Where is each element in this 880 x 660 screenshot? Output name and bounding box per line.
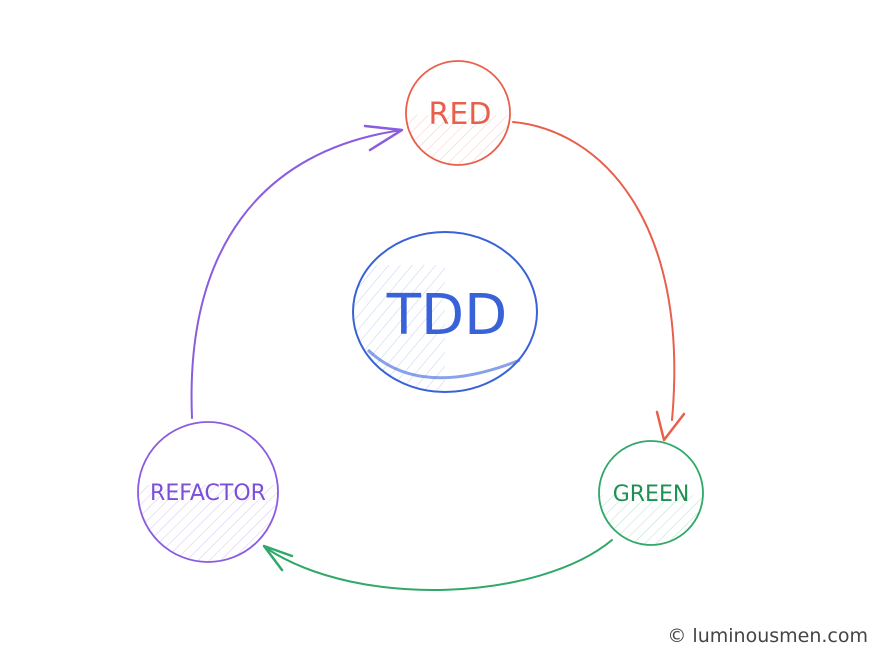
node-red-circle — [405, 60, 511, 166]
arrow-refactor-to-red-line — [190, 129, 403, 419]
watermark-text: © luminousmen.com — [667, 625, 868, 647]
node-green-label: GREEN — [613, 482, 690, 507]
edge-green-to-refactor — [262, 539, 613, 591]
node-green: GREEN — [598, 440, 704, 546]
node-red: RED — [405, 60, 511, 166]
center-tdd-ellipse — [352, 231, 538, 393]
node-refactor: REFACTOR — [137, 421, 279, 563]
arrowhead-refactor-to-red-icon — [363, 124, 404, 152]
arrow-green-to-refactor-line — [265, 539, 613, 591]
edge-refactor-to-red — [190, 124, 404, 419]
node-refactor-label: REFACTOR — [150, 481, 266, 506]
arrow-red-to-green-line — [512, 121, 676, 421]
edge-red-to-green — [512, 121, 686, 442]
center-tdd-label: TDD — [386, 283, 507, 348]
node-green-circle — [598, 440, 704, 546]
node-red-label: RED — [429, 97, 492, 132]
arrowhead-red-to-green-icon — [655, 410, 686, 442]
arrowhead-green-to-refactor-icon — [262, 544, 294, 572]
node-refactor-circle — [137, 421, 279, 563]
center-tdd: TDD — [352, 231, 538, 393]
